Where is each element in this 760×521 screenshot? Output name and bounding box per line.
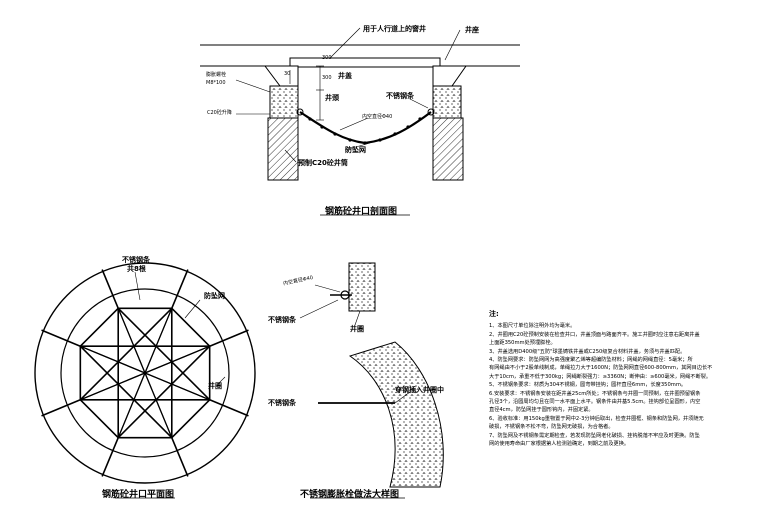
plan-label-bars: 不锈钢条 [122,256,150,264]
note-line: 7、防坠网及不锈钢条需定期检查，若发现防坠网老化破损、挂钩脱落不牢应及时更换。防… [489,432,700,439]
plan-inner-ring [60,288,230,458]
plan-title: 钢筋砼井口平面图 [102,490,175,500]
note-line: 有网绳由不小于2股单线制成，单绳拉力大于1600N；防坠网网直径600-800m… [489,365,713,372]
note-line: 上面距350mm处预埋膨栓。 [489,340,556,347]
label-sidewalk: 用于人行道上的窨井 [363,25,426,33]
note-line: 大于10cm，承重不低于300kg；网绳断裂强力：≥3360N；断伸由：≥600… [489,373,712,380]
detail-b-label-bar: 不锈钢条 [268,399,296,407]
plan-net-strand [117,345,211,439]
label-anchor-spec: M8*100 [206,80,226,86]
neck-right [432,85,462,119]
notes-heading: 注: [489,310,499,318]
note-line: 6、验收标准：用150kg重物置于网中2-3分钟后取出，检查井圈框、钢条和防坠网… [489,415,704,422]
plan-bar [171,437,189,477]
detail-b-label-insert: 穿钢插入井圈中 [395,386,444,394]
wall-right [432,117,464,181]
label-net: 防坠网 [345,146,366,154]
plan-net-strand [79,345,173,439]
plan-bar [209,329,249,347]
note-line: 6.安装要求：不锈钢条安装在距井盖25cm所处；不锈钢条与井圈一同预制，在井圈预… [489,390,701,397]
detail-ring-block [348,262,376,312]
note-line: 1、本图尺寸单位除注明外均为毫米。 [489,323,576,330]
detail-a-label-ring: 井圈 [350,325,364,333]
note-line: 4、防坠网要求：防坠网网为高强度聚乙烯等超编防坠材料；网绳的网绳直径：5毫米；所 [489,357,693,364]
label-rope: 内空直径Φ40 [362,114,393,120]
well-cover [289,57,441,68]
plan-label-ring: 井圈 [208,382,222,390]
plan-bar [41,399,81,417]
plan-bars [41,269,249,477]
section-title: 钢筋砼井口剖面图 [325,207,398,217]
neck-left [269,85,299,119]
plan-label-count: 共8根 [127,265,146,273]
note-line: 直径4cm，防坠网挂于圆形钩内，并固定紧。 [489,407,594,414]
hook-left [296,108,304,116]
detail-hook-circle [340,290,350,300]
section-view [200,27,520,216]
label-c20: C20砼升降 [207,110,232,116]
hook-right [427,108,435,116]
plan-net [79,307,211,439]
detail-b-title: 不锈钢膨胀栓做法大样图 [300,490,400,500]
note-line: 5、不锈钢条要求：材质为304不锈钢，圆弯带挂钩；圆杆直径6mm，长度350mm… [489,382,687,389]
plan-view [34,262,256,499]
notes-block: 注: 1、本图尺寸单位除注明外均为毫米。2、井圈用C20砼预制安装在检查井口，井… [489,310,755,449]
label-stainless-chain: 不锈钢条 [386,92,414,100]
plan-bar [101,437,119,477]
plan-bar [209,399,249,417]
plan-label-net: 防坠网 [204,292,225,300]
net-knots [308,117,422,145]
plan-net-strand [117,307,211,401]
detail-hook [299,262,376,326]
detail-wall-section [348,341,444,488]
note-line: 3、井盖选用D400级"五防"球墨铸铁井盖或C250级复合材料井盖，务须与井盖匹… [489,348,686,355]
note-line: 破损，不锈钢条不松不弯，防坠网无破损，为合格者。 [489,424,614,431]
label-neck: 井颈 [325,94,339,102]
note-line: 孔径3个，沿圆周均匀且在同一水平面上水平。钢条件由并基5.5cm。挂钩部位呈圆形… [489,399,701,406]
label-well-seat: 井座 [465,26,479,34]
label-anchor: 膨胀螺栓 [206,72,227,78]
plan-outer-ring [34,262,256,484]
plan-net-strand [80,345,210,401]
dim-2: 300 [322,75,332,81]
notes-list: 1、本图尺寸单位除注明外均为毫米。2、井圈用C20砼预制安装在检查井口，井盖顶面… [489,322,755,448]
plan-bar [171,269,189,309]
well-seat-left [264,65,299,87]
plan-net-strand [79,307,173,401]
dim-1: 300 [322,55,332,61]
plan-bar [41,329,81,347]
note-line: 网的使用寿命由厂家根据第人检测验确定，到期之前及更换。 [489,441,630,448]
dim-3: 30 [284,71,291,77]
wall-left [267,117,299,181]
label-precast: 预制C20砼井筒 [298,159,348,167]
detail-a-label-bar: 不锈钢条 [268,316,296,324]
plan-bar [101,269,119,309]
label-cover: 井盖 [338,72,352,80]
note-line: 2、井圈用C20砼预制安装在检查井口，井盖顶面与路面齐平。施工井圈时应注意右距离… [489,331,700,338]
well-seat-right [432,65,467,87]
detail-anchor [310,341,444,499]
